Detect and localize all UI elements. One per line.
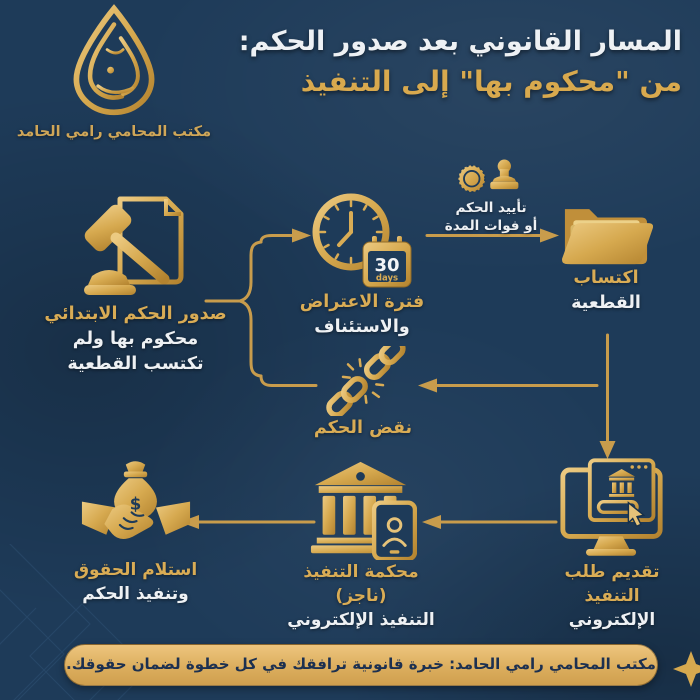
node-label: أو فوات المدة — [444, 217, 538, 234]
broken-chain-icon — [326, 346, 406, 416]
calendar-30-days-badge: 30 days — [362, 236, 412, 288]
node-receive-rights: $ استلام الحقوق وتنفيذ الحكم — [58, 456, 213, 606]
gavel-document-icon — [83, 196, 183, 295]
node-label: تأييد الحكم — [455, 200, 527, 216]
node-cassation: نقض الحكم — [298, 346, 428, 441]
node-initial-judgment: صدور الحكم الابتدائي محكوم بها ولم تكتسب… — [28, 192, 243, 377]
open-folder-icon — [562, 209, 653, 265]
node-subtitle: والاستئناف — [314, 316, 410, 337]
page-title: المسار القانوني بعد صدور الحكم: من "محكو… — [239, 26, 682, 98]
star-ornament-icon — [673, 651, 700, 687]
node-execution-request: تقديم طلب التنفيذ الإلكتروني — [538, 456, 686, 632]
cursor-glyph — [627, 501, 646, 528]
logo-caption: مكتب المحامي رامي الحامد — [16, 124, 212, 140]
law-office-logo: مكتب المحامي رامي الحامد — [14, 4, 214, 140]
node-subtitle: التنفيذ الإلكتروني — [287, 610, 435, 631]
clock-calendar-icon: 30 days — [312, 193, 412, 288]
node-title: محكمة التنفيذ (ناجز) — [303, 562, 419, 607]
node-title: صدور الحكم الابتدائي — [44, 304, 227, 324]
phone-person-glyph — [371, 500, 417, 560]
node-execution-court: محكمة التنفيذ (ناجز) التنفيذ الإلكتروني — [280, 456, 442, 632]
stamp-seal-icon — [457, 159, 519, 193]
handshake-moneybag-icon: $ — [81, 461, 190, 540]
brace-connector — [234, 240, 263, 378]
title-line1: المسار القانوني بعد صدور الحكم: — [238, 26, 682, 57]
title-line2: من "محكوم بها" إلى التنفيذ — [300, 65, 682, 99]
mini-courthouse-glyph — [608, 468, 636, 497]
node-finality: اكتساب القطعية — [550, 196, 662, 316]
calligraphy-drop-icon — [73, 4, 155, 116]
node-title: اكتساب — [573, 268, 639, 288]
node-title: نقض الحكم — [313, 418, 413, 438]
node-subtitle: القطعية — [571, 292, 641, 313]
courthouse-phone-icon — [310, 461, 417, 560]
node-objection-period: 30 days فترة الاعتراض والاستئناف — [288, 190, 436, 340]
node-subtitle: وتنفيذ الحكم — [82, 584, 189, 605]
node-subtitle: تكتسب القطعية — [67, 353, 204, 374]
svg-text:$: $ — [129, 494, 141, 513]
svg-text:30: 30 — [374, 255, 399, 276]
svg-text:days: days — [376, 274, 398, 284]
node-title: استلام الحقوق — [73, 560, 198, 580]
node-confirmation: تأييد الحكم أو فوات المدة — [432, 156, 550, 235]
footer-banner: مكتب المحامي رامي الحامد: خبرة قانونية ت… — [64, 644, 658, 686]
node-title: تقديم طلب التنفيذ — [564, 562, 660, 607]
node-title: فترة الاعتراض — [299, 292, 425, 312]
node-subtitle: الإلكتروني — [568, 610, 656, 631]
monitor-court-cursor-icon — [560, 458, 663, 556]
node-subtitle: محكوم بها ولم — [72, 328, 199, 349]
